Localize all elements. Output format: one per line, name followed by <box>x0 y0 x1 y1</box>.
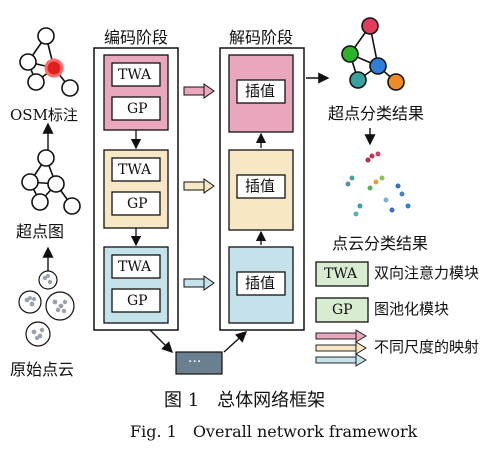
superpoint-graph-label: 超点图 <box>16 222 65 241</box>
superpoint-result-label: 超点分类结果 <box>328 104 425 123</box>
superpoint-result-graph-icon <box>341 17 405 91</box>
legend-gp-key: GP <box>332 302 353 318</box>
arrow-bottleneck-to-decoder <box>223 331 248 353</box>
legend-twa-desc: 双向注意力模块 <box>374 264 480 282</box>
twa-label-1: TWA <box>118 67 152 83</box>
legend-mapping-desc: 不同尺度的映射 <box>374 338 480 356</box>
interp-label-1: 插值 <box>245 82 276 100</box>
interp-label-2: 插值 <box>245 177 276 195</box>
gp-label-2: GP <box>127 196 148 212</box>
twa-label-3: TWA <box>118 259 152 275</box>
twa-box-3 <box>111 254 161 279</box>
gp-label-3: GP <box>127 293 148 309</box>
raw-point-cloud-icon <box>18 270 75 347</box>
legend-gp-desc: 图池化模块 <box>374 300 450 318</box>
legend-mapping-arrows <box>315 329 367 367</box>
mapping-arrow-yellow <box>183 178 215 194</box>
figure-caption-zh: 图 1 总体网络框架 <box>164 390 326 411</box>
encoder-title: 编码阶段 <box>104 28 169 47</box>
labeled-node <box>44 58 64 78</box>
interp-box-1 <box>236 79 286 104</box>
legend-gp-box <box>315 297 369 323</box>
raw-point-cloud-label: 原始点云 <box>10 360 75 379</box>
twa-box-1 <box>111 62 161 87</box>
interp-label-3: 插值 <box>245 274 276 292</box>
twa-label-2: TWA <box>118 162 152 178</box>
arrow-encoder-to-bottleneck <box>149 329 173 353</box>
bottleneck-ellipsis: ··· <box>188 354 202 370</box>
decoder-title: 解码阶段 <box>229 28 294 47</box>
gp-box-2 <box>111 191 161 216</box>
twa-box-2 <box>111 157 161 182</box>
legend-twa-box <box>315 261 369 287</box>
gp-box-3 <box>111 288 161 313</box>
bottleneck-box <box>175 351 223 375</box>
figure-caption-en: Fig. 1 Overall network framework <box>130 422 418 441</box>
osm-graph-icon <box>19 27 79 97</box>
pointcloud-result-label: 点云分类结果 <box>332 234 429 253</box>
mapping-arrow-pink <box>183 83 215 99</box>
legend-twa-key: TWA <box>324 266 358 282</box>
superpoint-graph-icon <box>21 149 81 215</box>
gp-label-1: GP <box>127 101 148 117</box>
gp-box-1 <box>111 96 161 121</box>
osm-label: OSM标注 <box>10 106 78 124</box>
point-cloud-result-icon <box>345 151 411 217</box>
interp-box-2 <box>236 174 286 199</box>
mapping-arrow-cyan <box>183 275 215 291</box>
interp-box-3 <box>236 271 286 296</box>
